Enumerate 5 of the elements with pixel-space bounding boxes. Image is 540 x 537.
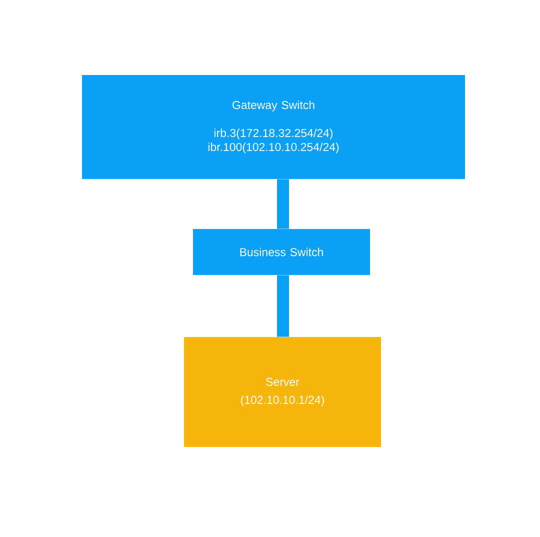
switch-box: Business Switch — [193, 229, 370, 275]
server-box: Server (102.10.10.1/24) — [184, 337, 381, 447]
switch-box: Gateway Switch irb.3(172.18.32.254/24) ibr.100(102.10.10.254/24) — [82, 75, 465, 179]
connector-bar — [277, 275, 289, 337]
connector-bar — [277, 179, 289, 229]
